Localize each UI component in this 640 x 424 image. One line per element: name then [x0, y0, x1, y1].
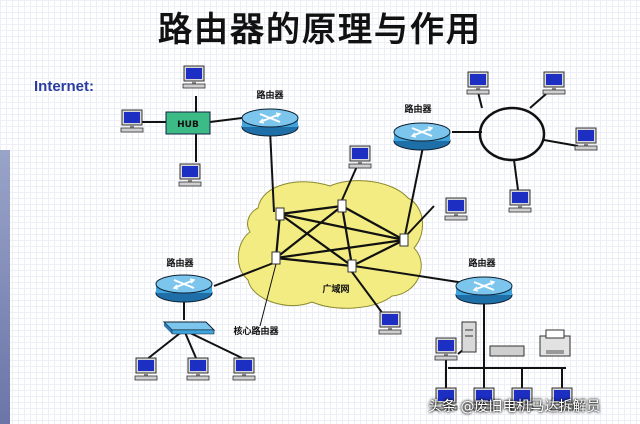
- core-router-pointer: [259, 263, 277, 327]
- router-label-bottom-right: 路由器: [468, 257, 496, 269]
- hub-box: [165, 111, 211, 135]
- switch-bar: [489, 345, 525, 357]
- server-tower-icon: [461, 321, 477, 353]
- router-label-left: 路由器: [166, 257, 194, 269]
- side-decoration-strip: [0, 150, 10, 424]
- internet-label: Internet:: [34, 78, 94, 95]
- printer-icon: [539, 329, 571, 357]
- switch-icon: [162, 321, 216, 335]
- ring-network: [478, 106, 546, 162]
- hub-label: HUB: [177, 120, 199, 130]
- router-label-right: 路由器: [404, 103, 432, 115]
- wan-mesh-lines: [274, 204, 405, 268]
- router-label-top: 路由器: [256, 89, 284, 101]
- page-title: 路由器的原理与作用: [158, 10, 482, 50]
- wan-label: 广域网: [322, 283, 349, 295]
- watermark-text: 头条 @废旧电机马达拆解员: [428, 399, 601, 415]
- core-router-label: 核心路由器: [233, 325, 279, 337]
- connection-lines: [134, 91, 579, 396]
